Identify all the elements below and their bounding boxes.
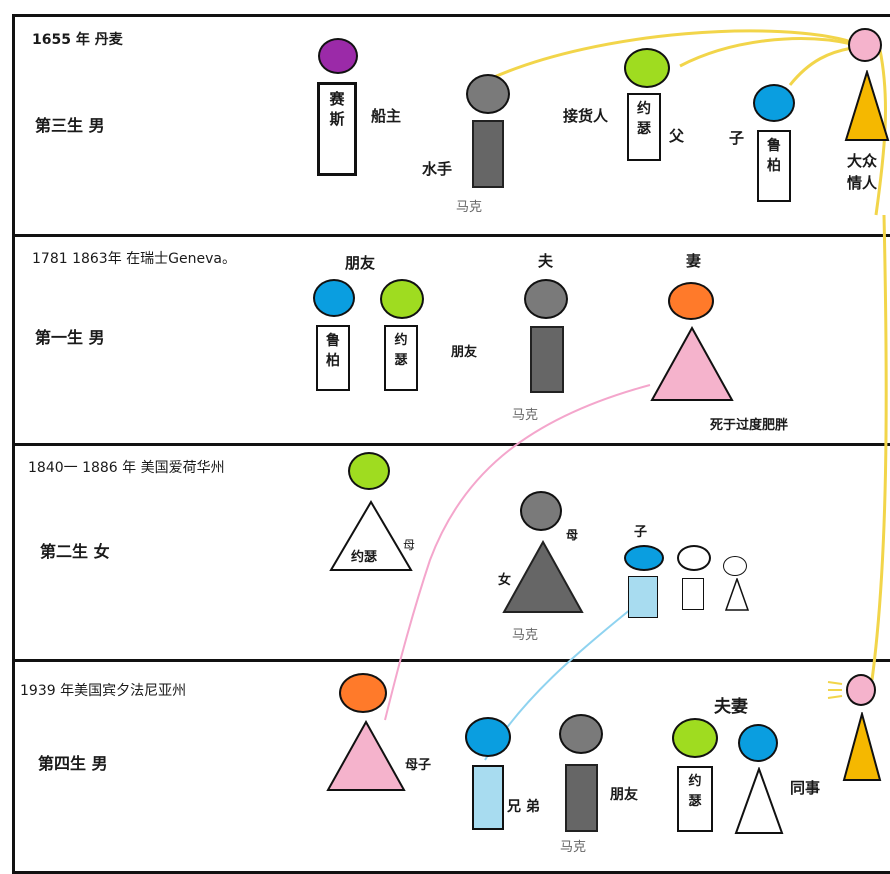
father-label: 父 bbox=[669, 127, 685, 145]
white-box-body bbox=[682, 578, 704, 610]
purple-head-icon bbox=[318, 38, 358, 74]
mother-label-1: 母 bbox=[403, 538, 416, 552]
blue-head-icon bbox=[313, 279, 355, 317]
panel-2-life-label: 第一生 男 bbox=[35, 328, 105, 347]
blue-head-icon bbox=[465, 717, 511, 757]
blue-head-icon bbox=[753, 84, 795, 122]
mother-son-label: 母子 bbox=[405, 758, 432, 773]
gray-triangle-body bbox=[502, 540, 584, 613]
light-blue-body bbox=[472, 765, 504, 830]
small-white-head-icon bbox=[723, 556, 747, 576]
green-head-icon bbox=[348, 452, 390, 490]
pink-triangle-body bbox=[326, 720, 406, 791]
mark-label: 马克 bbox=[512, 408, 539, 423]
receiver-label: 接货人 bbox=[563, 107, 609, 125]
panel-divider bbox=[12, 443, 890, 446]
panel-3-header: 1840一 1886 年 美国爱荷华州 bbox=[28, 460, 225, 476]
son-label: 子 bbox=[634, 525, 648, 540]
mark-label: 马克 bbox=[456, 200, 483, 215]
amber-triangle-body bbox=[842, 712, 882, 781]
mark-label: 马克 bbox=[512, 628, 539, 643]
yuese-box: 约 瑟 bbox=[384, 325, 418, 391]
gray-head-icon bbox=[524, 279, 568, 319]
pink-head-icon bbox=[846, 674, 876, 706]
panel-4-header: 1939 年美国宾夕法尼亚州 bbox=[20, 683, 187, 699]
emphasis-marks bbox=[827, 681, 843, 699]
lubai-box: 鲁 柏 bbox=[757, 130, 791, 202]
light-blue-body bbox=[628, 576, 658, 618]
mark-label: 马克 bbox=[560, 840, 587, 855]
blue-head-icon bbox=[624, 545, 664, 571]
brothers-label: 兄 弟 bbox=[507, 799, 540, 815]
mark-body bbox=[472, 120, 504, 188]
green-head-icon bbox=[624, 48, 670, 88]
gray-head-icon bbox=[559, 714, 603, 754]
gray-head-icon bbox=[466, 74, 510, 114]
blue-head-icon bbox=[738, 724, 778, 762]
husband-label: 夫 bbox=[538, 252, 554, 270]
wife-label: 妻 bbox=[686, 252, 702, 270]
friends-top-label: 朋友 bbox=[345, 254, 376, 272]
pink-head-icon bbox=[848, 28, 882, 62]
panel-1-life-label: 第三生 男 bbox=[35, 116, 105, 135]
green-head-icon bbox=[672, 718, 718, 758]
saisi-box: 赛 斯 bbox=[317, 82, 357, 176]
panel-3-life-label: 第二生 女 bbox=[40, 542, 110, 561]
friends-mid-label: 朋友 bbox=[451, 345, 478, 360]
green-head-icon bbox=[380, 279, 424, 319]
colleague-label: 同事 bbox=[790, 779, 821, 797]
mark-body bbox=[565, 764, 598, 832]
panel-divider bbox=[12, 234, 890, 237]
panel-2-header: 1781 1863年 在瑞士Geneva。 bbox=[32, 251, 236, 267]
couple-label: 夫妻 bbox=[714, 697, 748, 717]
amber-triangle-body bbox=[844, 70, 890, 141]
son-label: 子 bbox=[729, 129, 745, 147]
orange-head-icon bbox=[339, 673, 387, 713]
white-triangle-body bbox=[734, 767, 784, 834]
white-head-icon bbox=[677, 545, 711, 571]
mark-body bbox=[530, 326, 564, 393]
captain-label: 船主 bbox=[371, 107, 402, 125]
pink-triangle-body bbox=[650, 326, 734, 401]
mother-label-2: 母 bbox=[566, 528, 579, 542]
panel-1-header: 1655 年 丹麦 bbox=[32, 32, 123, 48]
gray-head-icon bbox=[520, 491, 562, 531]
white-triangle-body bbox=[329, 500, 413, 571]
lubai-box: 鲁 柏 bbox=[316, 325, 350, 391]
friends-label: 朋友 bbox=[610, 787, 638, 803]
small-triangle-body bbox=[724, 578, 750, 611]
sailor-label: 水手 bbox=[422, 160, 453, 178]
public-lover-label: 大众 情人 bbox=[847, 152, 878, 192]
panel-divider bbox=[12, 659, 890, 662]
yuese-box: 约 瑟 bbox=[627, 93, 661, 161]
yuese-box: 约 瑟 bbox=[677, 766, 713, 832]
death-cause-label: 死于过度肥胖 bbox=[710, 418, 789, 433]
orange-head-icon bbox=[668, 282, 714, 320]
female-label: 女 bbox=[498, 573, 512, 588]
yuese-label: 约瑟 bbox=[351, 550, 378, 565]
panel-4-life-label: 第四生 男 bbox=[38, 754, 108, 773]
